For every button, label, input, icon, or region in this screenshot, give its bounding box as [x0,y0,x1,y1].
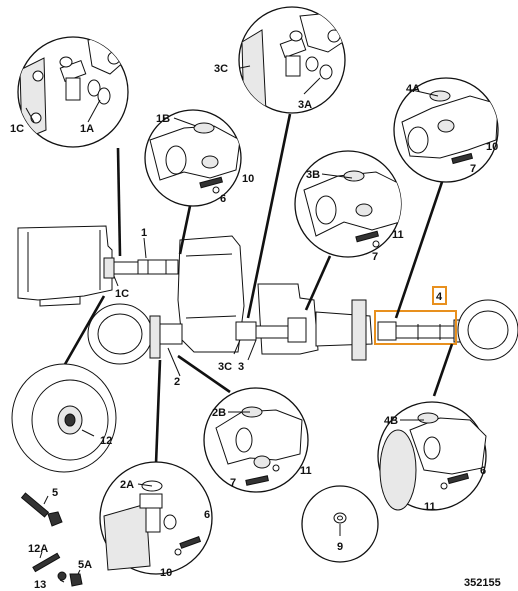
label-7-2B: 7 [230,477,236,489]
label-3: 3 [238,361,244,373]
detail-1B [144,109,242,207]
label-11-4B: 11 [424,501,436,513]
label-3C-detail: 3C [214,63,228,75]
rear-axle-flange [457,299,518,361]
label-4B: 4B [384,415,398,427]
label-13: 13 [34,579,46,591]
propshaft-4-highlight [374,310,457,345]
label-5: 5 [52,487,58,499]
label-1: 1 [141,227,147,239]
detail-3A-3C [238,6,346,114]
label-9: 9 [337,541,343,553]
detail-4B [377,401,487,511]
detail-1A-1C [17,36,129,148]
label-12A: 12A [28,543,48,555]
label-6-1B: 6 [220,193,226,205]
label-2B: 2B [212,407,226,419]
part-labels: 1 1A 1B 1C 1C 2 2A 2B 3 3A 3C 3C 3B 4 4A… [10,63,501,591]
label-4: 4 [436,291,443,303]
bolt-5 [20,492,63,527]
transfer-box [235,283,373,361]
label-1B: 1B [156,113,170,125]
front-propshaft [103,257,179,279]
label-1C-detail: 1C [10,123,24,135]
label-6-4B: 6 [480,465,486,477]
label-3C-main: 3C [218,361,232,373]
rear-propshaft-4 [377,319,461,343]
front-brake-disc-12 [11,363,117,473]
label-2: 2 [174,376,180,388]
label-10-2A: 10 [160,567,172,579]
label-4A: 4A [406,83,420,95]
label-12: 12 [100,435,112,447]
label-3B: 3B [306,169,320,181]
gearbox-housing [17,225,245,353]
detail-2A [99,461,213,575]
front-axle-flange [87,303,183,365]
label-4-highlight [432,286,447,305]
label-7-3B: 7 [372,251,378,263]
reference-number: 352155 [464,577,501,589]
leader-lines [62,113,454,465]
detail-2B [203,387,309,493]
label-1C-main: 1C [115,288,129,300]
label-2A: 2A [120,479,134,491]
label-leaders [25,65,439,583]
label-5A: 5A [78,559,92,571]
detail-4A [393,77,499,183]
label-10-4A: 10 [486,141,498,153]
label-11-3B: 11 [392,229,404,241]
bolt-12A-nut-5A-13 [32,552,83,587]
detail-3B [294,150,402,258]
label-7-4A: 7 [470,163,476,175]
label-10-1B: 10 [242,173,254,185]
label-6-2A: 6 [204,509,210,521]
label-11-2B: 11 [300,465,312,477]
label-1A: 1A [80,123,94,135]
label-3A: 3A [298,99,312,111]
